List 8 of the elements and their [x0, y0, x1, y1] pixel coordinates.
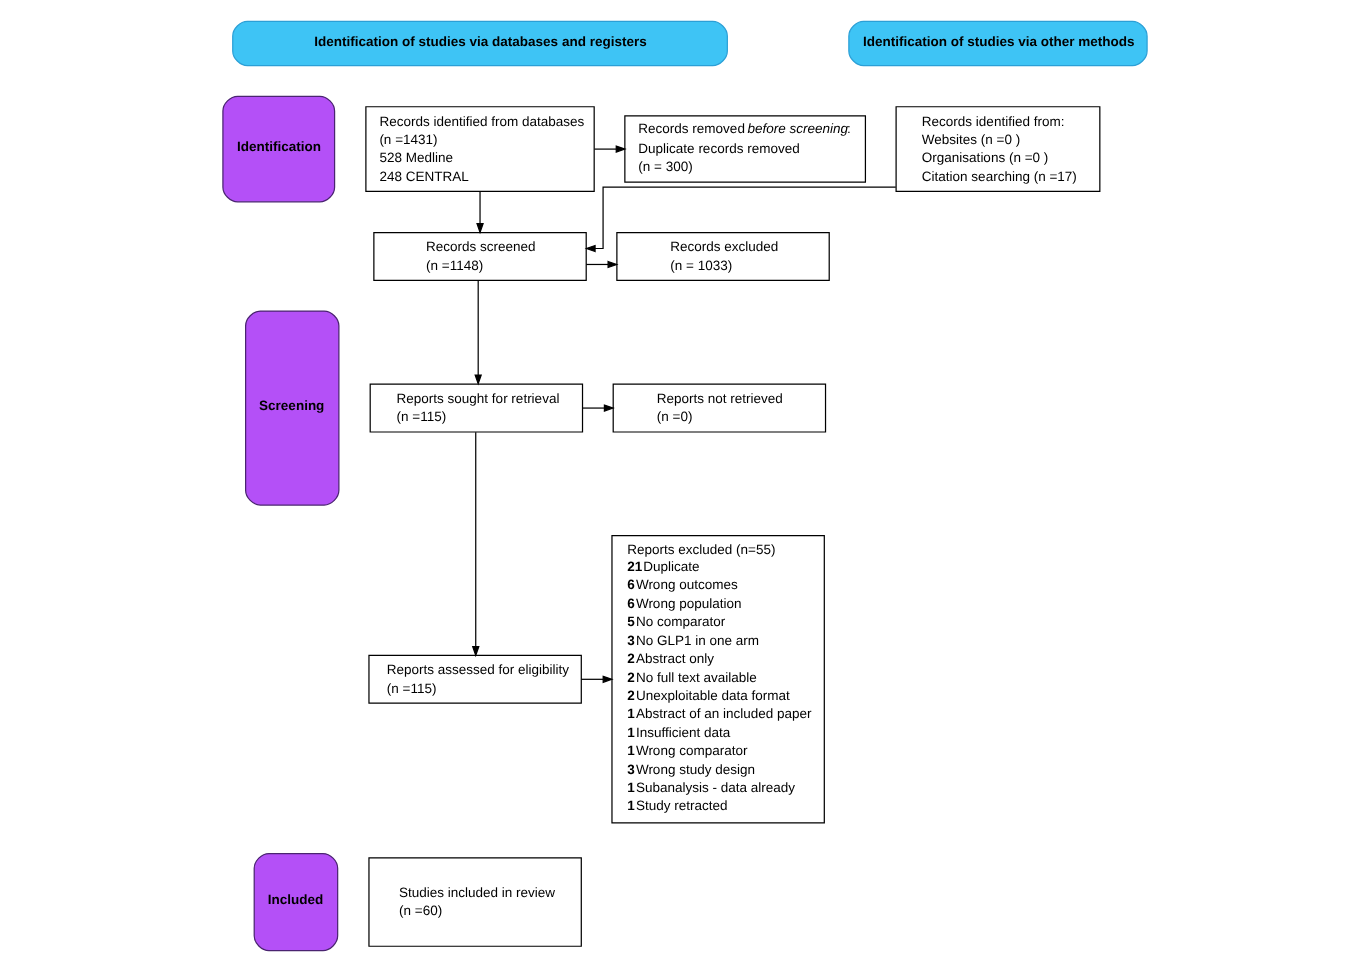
arrow	[585, 260, 619, 269]
arrow	[580, 675, 614, 684]
arrow	[474, 279, 483, 386]
arrow	[584, 186, 897, 253]
arrow	[593, 145, 627, 153]
arrow	[471, 431, 480, 658]
arrow	[581, 404, 615, 412]
arrow	[476, 190, 484, 235]
